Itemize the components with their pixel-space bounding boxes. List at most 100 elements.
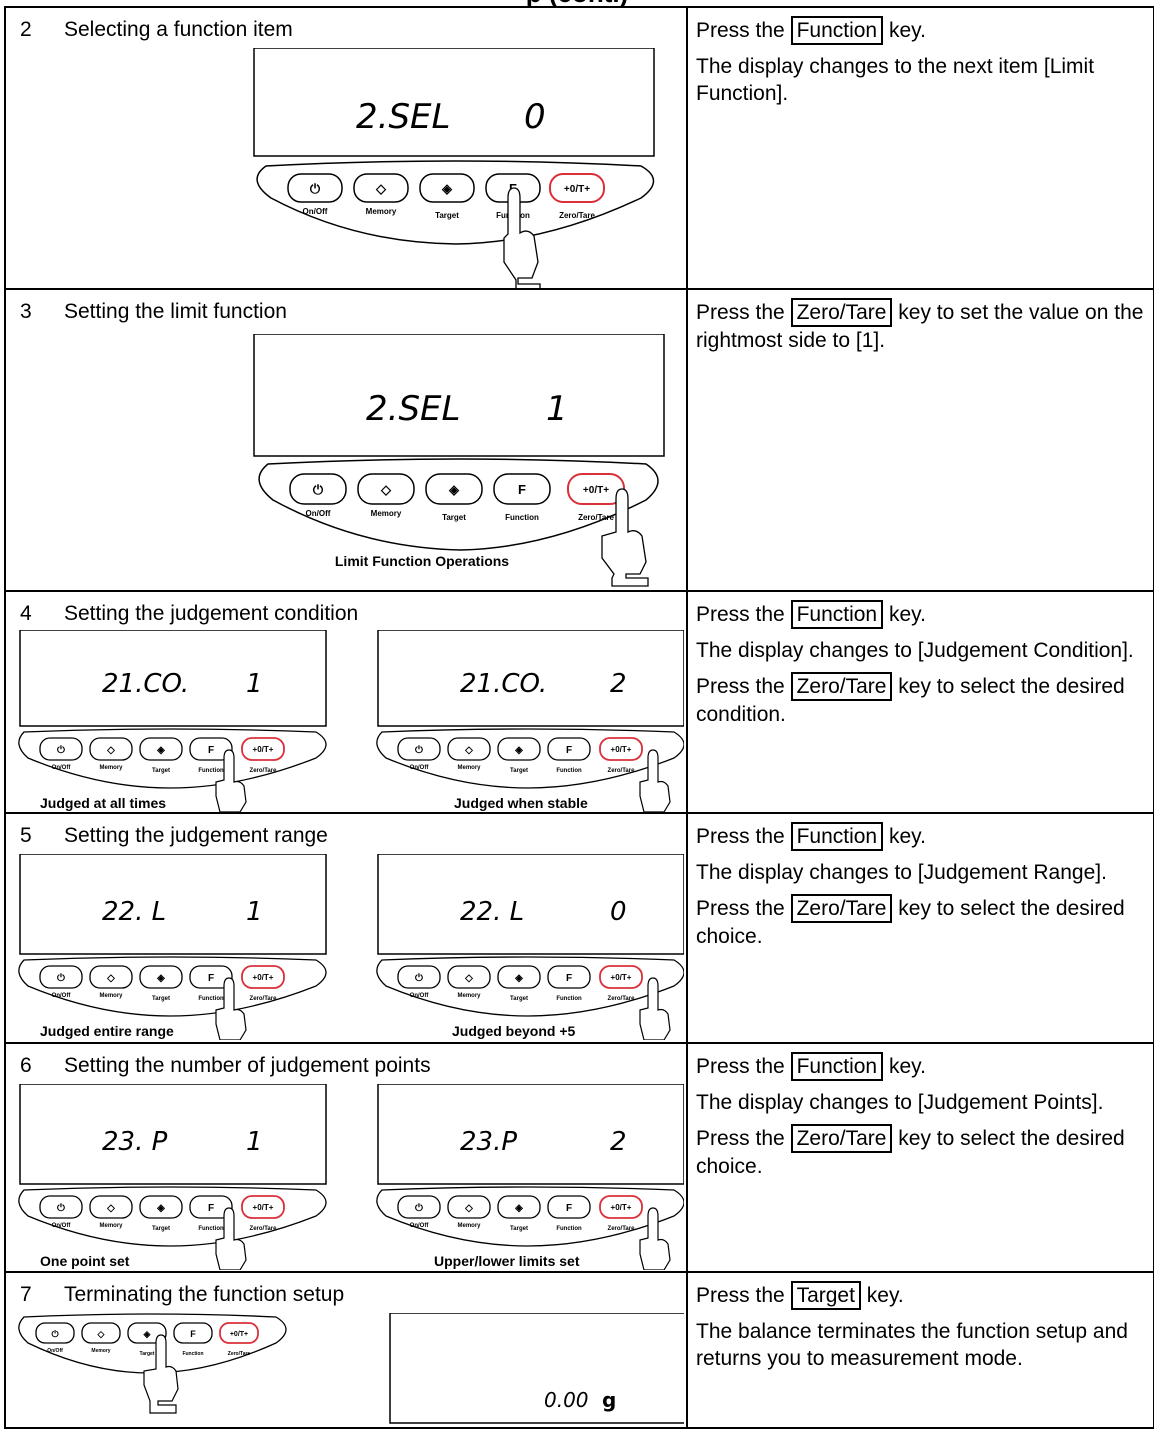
- target-button[interactable]: ◈Target: [425, 473, 483, 522]
- balance-illustration: 2.SEL 1 ⏻On/Off ◇Memory ◈Target FFunctio…: [253, 334, 665, 587]
- power-icon: ⏻: [57, 1202, 65, 1214]
- press-instruction: Press the Zero/Tare key to set the value…: [696, 298, 1147, 354]
- svg-text:+0/T+: +0/T+: [253, 1203, 274, 1212]
- on-off-button[interactable]: ⏻On/Off: [35, 1322, 75, 1354]
- lcd-display: [377, 854, 684, 955]
- svg-text:On/Off: On/Off: [306, 509, 331, 518]
- memory-icon: ◇: [464, 1203, 473, 1214]
- zero-tare-button[interactable]: +0/T+Zero/Tare: [219, 1322, 259, 1357]
- figure-caption: Limit Function Operations: [335, 553, 509, 569]
- memory-button[interactable]: ◇Memory: [353, 173, 409, 216]
- zero-tare-button[interactable]: +0/T+Zero/Tare: [241, 1195, 285, 1232]
- power-icon: ⏻: [415, 1202, 423, 1214]
- svg-text:Function: Function: [198, 996, 224, 1002]
- memory-button[interactable]: ◇Memory: [89, 1195, 133, 1229]
- zero-tare-button[interactable]: +0/T+Zero/Tare: [241, 965, 285, 1002]
- zero-tare-key-label: Zero/Tare: [790, 894, 893, 923]
- zero-tare-button[interactable]: +0/T+Zero/Tare: [599, 737, 643, 774]
- step-number: 5: [20, 824, 32, 847]
- memory-button[interactable]: ◇Memory: [357, 473, 415, 518]
- result-description: The display changes to [Judgement Points…: [696, 1091, 1104, 1114]
- svg-text:Function: Function: [556, 768, 582, 774]
- press-instruction: Press the Zero/Tare key to select the de…: [696, 672, 1147, 728]
- step-number: 2: [20, 18, 32, 41]
- memory-icon: ◇: [97, 1329, 106, 1339]
- on-off-button[interactable]: ⏻ On/Off: [289, 473, 347, 518]
- target-button[interactable]: ◈Target: [497, 1195, 541, 1232]
- balance-illustration-pair: 22. L 1 ⏻On/Off ◇Memory ◈Target FFunctio…: [18, 854, 684, 1040]
- lcd-value: 0: [524, 97, 546, 137]
- result-description: The display changes to the next item [Li…: [696, 55, 1095, 105]
- zero-tare-button[interactable]: +0/T+Zero/Tare: [241, 737, 285, 774]
- target-button[interactable]: ◈Target: [419, 173, 475, 220]
- figure-caption: One point set: [40, 1253, 130, 1269]
- step-title: Selecting a function item: [64, 18, 293, 41]
- press-instruction: Press the Zero/Tare key to select the de…: [696, 894, 1147, 950]
- zero-tare-button[interactable]: +0/T+Zero/Tare: [567, 473, 625, 522]
- svg-text:Target: Target: [152, 1226, 170, 1232]
- svg-text:Function: Function: [556, 1226, 582, 1232]
- power-icon: ⏻: [57, 744, 65, 756]
- memory-button[interactable]: ◇Memory: [447, 1195, 491, 1229]
- on-off-button[interactable]: ⏻On/Off: [39, 1195, 83, 1229]
- zero-tare-button[interactable]: +0/T+Zero/Tare: [599, 965, 643, 1002]
- power-icon: ⏻: [313, 482, 324, 497]
- target-button[interactable]: ◈ Target: [139, 1195, 183, 1232]
- svg-text:Function: Function: [505, 513, 539, 522]
- memory-button[interactable]: ◇Memory: [447, 737, 491, 771]
- svg-text:Target: Target: [510, 996, 528, 1002]
- step-2-instructions: Press the Function key. The display chan…: [688, 8, 1154, 290]
- zero-tare-button[interactable]: +0/T+Zero/Tare: [549, 173, 605, 220]
- on-off-button[interactable]: ⏻On/Off: [39, 965, 83, 999]
- on-off-button[interactable]: ⏻ On/Off: [287, 173, 343, 216]
- svg-text:Zero/Tare: Zero/Tare: [608, 996, 636, 1002]
- svg-text:Zero/Tare: Zero/Tare: [608, 1226, 636, 1232]
- memory-button[interactable]: ◇Memory: [81, 1322, 121, 1354]
- target-icon: ◈: [143, 1329, 152, 1339]
- svg-text:Target: Target: [152, 768, 170, 774]
- svg-text:F: F: [208, 1203, 214, 1214]
- lcd-display: [377, 1084, 684, 1185]
- on-off-button[interactable]: ⏻On/Off: [39, 737, 83, 771]
- pointing-hand-icon: [639, 1207, 671, 1270]
- svg-text:+0/T+: +0/T+: [564, 184, 590, 195]
- target-button[interactable]: ◈Target: [497, 965, 541, 1002]
- svg-text:Function: Function: [198, 768, 224, 774]
- memory-icon: ◇: [380, 482, 392, 497]
- power-icon: ⏻: [415, 972, 423, 984]
- pointing-hand-icon: [601, 488, 649, 587]
- target-button[interactable]: ◈Target: [497, 737, 541, 774]
- on-off-button[interactable]: ⏻ On/Off: [397, 965, 441, 999]
- memory-button[interactable]: ◇Memory: [447, 965, 491, 999]
- on-off-button[interactable]: ⏻On/Off: [397, 737, 441, 771]
- svg-text:On/Off: On/Off: [303, 207, 328, 216]
- figure-caption: Judged entire range: [40, 1023, 174, 1039]
- press-instruction: Press the Target key.: [696, 1281, 1147, 1310]
- svg-text:On/Off: On/Off: [410, 993, 430, 999]
- lcd-label: 22. L: [460, 897, 524, 927]
- svg-text:+0/T+: +0/T+: [611, 1203, 632, 1212]
- on-off-button[interactable]: ⏻On/Off: [397, 1195, 441, 1229]
- target-button[interactable]: ◈Target: [139, 965, 183, 1002]
- memory-button[interactable]: ◇Memory: [89, 737, 133, 771]
- power-icon: ⏻: [310, 181, 321, 196]
- pointing-hand-icon: [143, 1334, 179, 1414]
- target-icon: ◈: [156, 1203, 165, 1214]
- lcd-label: 21.CO.: [460, 669, 547, 699]
- zero-tare-button[interactable]: +0/T+ Zero/Tare: [599, 1195, 643, 1232]
- target-button[interactable]: ◈Target: [139, 737, 183, 774]
- memory-button[interactable]: ◇Memory: [89, 965, 133, 999]
